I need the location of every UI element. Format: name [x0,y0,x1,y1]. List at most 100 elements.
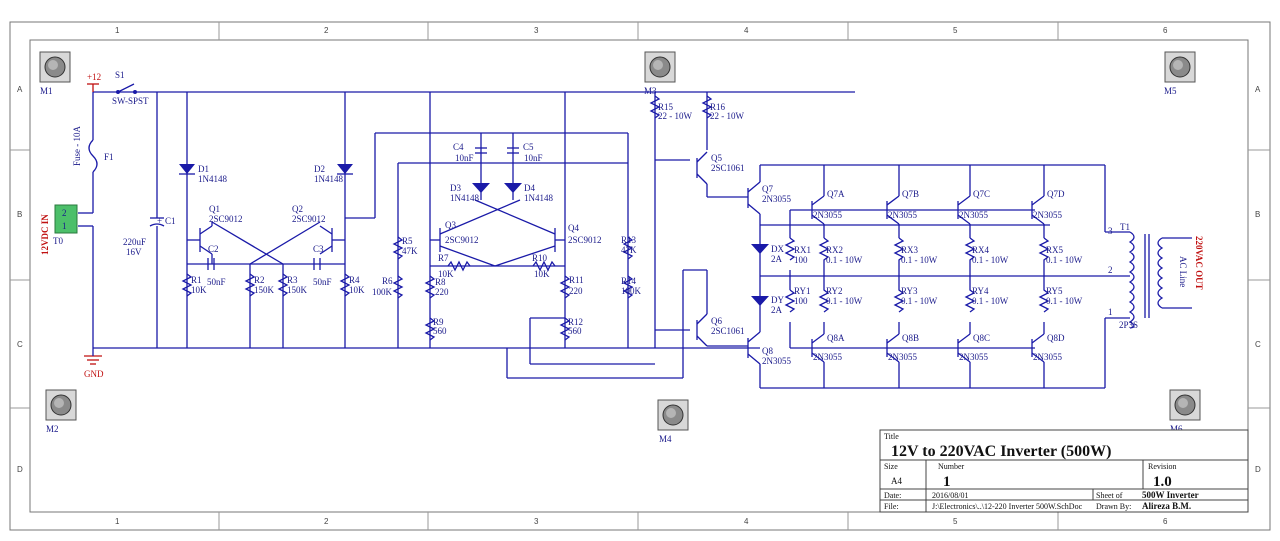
mount-screw-icon [45,389,77,421]
t1-pin-2: 2 [1108,265,1113,275]
input-label: 12VDC IN [40,214,50,255]
q-top-value: 2N3055 [813,210,842,220]
r9-value: 560 [433,326,447,336]
mount-label: M1 [40,86,53,96]
r2-ref: R2 [254,275,265,285]
rx-value: 0.1 - 10W [1046,255,1083,265]
ry-ref: RY4 [972,286,989,296]
d3-value: 1N4148 [450,193,479,203]
q-top-value: 2N3055 [888,210,917,220]
q3-ref: Q3 [445,220,456,230]
connector-pin-1: 1 [62,221,67,231]
r3-ref: R3 [287,275,298,285]
c1-label: C1 [165,216,176,226]
rx-value: 0.1 - 10W [901,255,938,265]
grid-row-left: A [17,85,23,94]
ry-value: 0.1 - 10W [901,296,938,306]
c4-value: 10nF [455,153,474,163]
input-connector [54,204,78,234]
title-text: 12V to 220VAC Inverter (500W) [891,443,1111,460]
grid-col-top: 5 [953,26,958,35]
r9-ref: R9 [433,317,444,327]
mount-screw-icon [1164,51,1196,83]
number-caption: Number [938,462,965,471]
mount-label: M4 [659,434,672,444]
r5-ref: R5 [402,236,413,246]
grid-col-top: 2 [324,26,329,35]
r10-ref: R10 [532,253,548,263]
q-top-ref: Q7B [902,189,919,199]
multivibrator [179,92,629,348]
q-bottom-ref: Q8D [1047,333,1065,343]
r7-ref: R7 [438,253,449,263]
grid-col-bottom: 3 [534,517,539,526]
q-bottom-ref: Q8C [973,333,990,343]
r4-ref: R4 [349,275,360,285]
plus-12-label: +12 [87,72,101,82]
sheet-caption: Sheet of [1096,491,1123,500]
q7-value: 2N3055 [762,194,791,204]
d4-value: 1N4148 [524,193,553,203]
d2-ref: D2 [314,164,325,174]
d3-ref: D3 [450,183,461,193]
r2-value: 150K [254,285,275,295]
date-value: 2016/08/01 [932,491,968,500]
file-caption: File: [884,502,899,511]
r14-ref: R14 [621,276,637,286]
connector-ref: T0 [53,236,63,246]
grid-col-bottom: 4 [744,517,749,526]
q-bottom-value: 2N3055 [959,352,988,362]
q-bottom-value: 2N3055 [813,352,842,362]
size-caption: Size [884,462,898,471]
r1-value: 10K [191,285,207,295]
driver-stage [392,92,684,379]
ry-ref: RY3 [901,286,918,296]
c3-ref: C3 [313,244,324,254]
rx1-value: 100 [794,255,808,265]
grid-col-bottom: 5 [953,517,958,526]
connector-pin-2: 2 [62,208,67,218]
switch-ref: S1 [115,70,125,80]
ground-label: GND [84,369,104,379]
c5-ref: C5 [523,142,534,152]
t1-type: 2P3S [1119,320,1138,330]
drawn-caption: Drawn By: [1096,502,1131,511]
grid-row-left: C [17,340,23,349]
q4-value: 2SC9012 [568,235,602,245]
q-top-ref: Q7C [973,189,990,199]
grid-col-top: 1 [115,26,120,35]
grid-col-bottom: 2 [324,517,329,526]
mount-screw-icon [657,399,689,431]
q6-ref: Q6 [711,316,722,326]
grid-row-right: D [1255,465,1261,474]
number-value: 1 [943,474,951,490]
grid-row-left: D [17,465,23,474]
q5-ref: Q5 [711,153,722,163]
q-top-value: 2N3055 [1033,210,1062,220]
ry-value: 0.1 - 10W [1046,296,1083,306]
ry1-ref: RY1 [794,286,811,296]
grid-col-bottom: 1 [115,517,120,526]
inner-frame [29,39,1249,513]
r12-value: 560 [568,326,582,336]
ac-line-label: AC Line [1178,256,1188,287]
q8-value: 2N3055 [762,356,791,366]
t1-pin-1: 1 [1108,307,1113,317]
title-caption: Title [884,432,899,441]
grid-row-right: B [1255,210,1260,219]
r12-ref: R12 [568,317,583,327]
rx-ref: RX5 [1046,245,1064,255]
q7-ref: Q7 [762,184,773,194]
q4-ref: Q4 [568,223,579,233]
d1-value: 1N4148 [198,174,227,184]
mount-screw-icon [39,51,71,83]
q-top-ref: Q7A [827,189,845,199]
revision-caption: Revision [1148,462,1176,471]
q-top-value: 2N3055 [959,210,988,220]
d1-ref: D1 [198,164,209,174]
dy-value: 2A [771,305,783,315]
q5-value: 2SC1061 [711,163,745,173]
